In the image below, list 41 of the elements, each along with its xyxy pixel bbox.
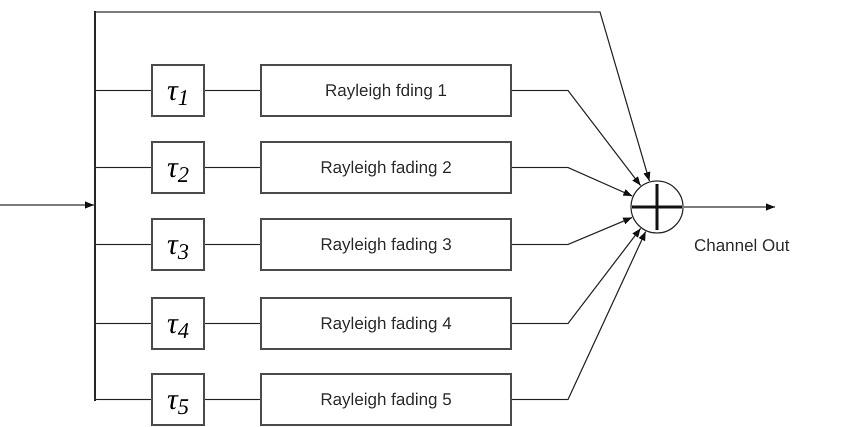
block-label: Rayleigh fading 5 [320,388,452,411]
delay-symbol: τ$_{5}$ [167,384,189,414]
arrow [95,11,650,182]
delay-symbol: τ$_{4}$ [167,308,189,338]
delay-box [151,297,205,350]
process-box [260,141,512,194]
connector-line [205,244,260,246]
delay-symbol: τ$_{2}$ [167,152,189,182]
bus-line [94,11,96,401]
arrow [512,231,646,400]
delay-box [151,141,205,194]
process-box [260,218,512,271]
process-box [260,373,512,426]
output-label: Channel Out [694,235,790,257]
connector-line [205,166,260,168]
delay-box [151,218,205,271]
connector-line [96,322,151,324]
block-label: Rayleigh fading 3 [320,234,452,256]
arrow [684,203,775,211]
arrow [512,228,642,324]
connector-line [205,398,260,400]
arrow [512,90,642,186]
connector-line [96,398,151,400]
delay-box [151,373,205,426]
process-box [260,297,512,350]
connector-line [96,90,151,92]
process-box [260,64,512,117]
connector-line [96,244,151,246]
block-label: Rayleigh fading 4 [320,312,452,335]
block-label: Rayleigh fding 1 [325,80,447,102]
arrow [0,201,94,209]
delay-box [151,64,205,117]
connector-line [96,166,151,168]
delay-symbol: τ$_{3}$ [167,230,189,260]
delay-symbol: τ$_{1}$ [167,76,189,106]
connector-line [205,322,260,324]
arrow [512,166,633,197]
summing-junction [630,180,684,234]
arrow [512,216,632,246]
connector-line [205,90,260,92]
block-label: Rayleigh fading 2 [320,156,452,179]
